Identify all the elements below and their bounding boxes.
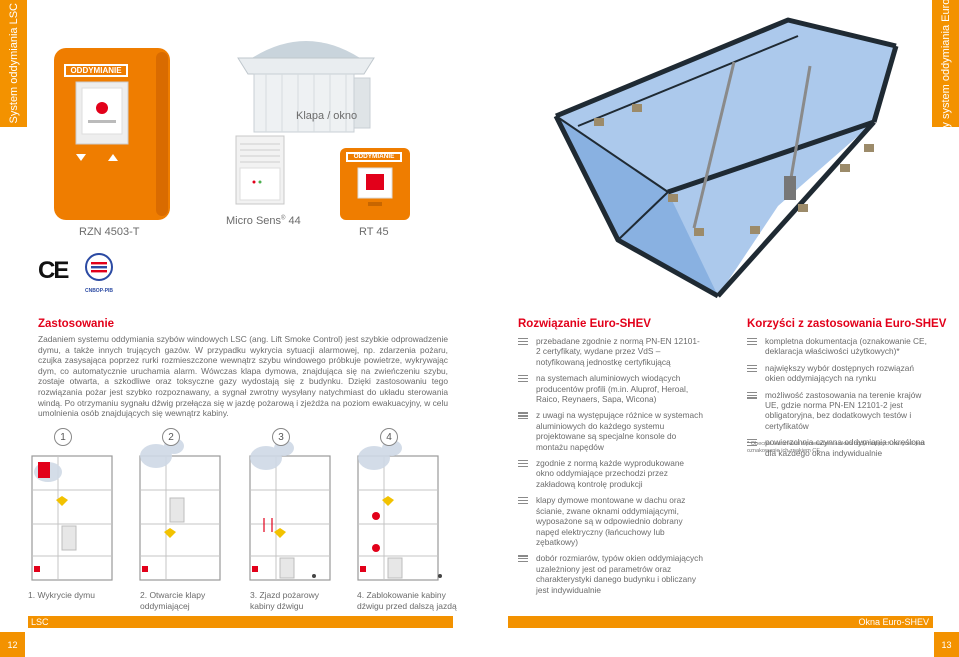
rzn-caption: RZN 4503-T <box>79 226 140 238</box>
step-1-caption: 1. Wykrycie dymu <box>28 590 95 600</box>
left-side-tab-label: System oddymiania LSC <box>7 3 20 124</box>
rozwiazanie-list: przebadane zgodnie z normą PN-EN 12101-2… <box>518 336 704 601</box>
footer-left-label: LSC <box>31 617 49 627</box>
page-number-left: 12 <box>0 632 25 657</box>
rt45-caption: RT 45 <box>359 226 389 238</box>
zastosowanie-text: Zadaniem systemu oddymiania szybów windo… <box>38 334 448 419</box>
rozwiazanie-item-text: na systemach aluminiowych wiodących prod… <box>536 373 689 405</box>
footer-right-label: Okna Euro-SHEV <box>858 617 929 627</box>
rozwiazanie-title: Rozwiązanie Euro-SHEV <box>518 318 651 330</box>
rt45-device-label: ODDYMIANIE <box>353 153 395 160</box>
lsc-steps-illustration <box>31 438 442 581</box>
korzysci-list: kompletna dokumentacja (oznakowanie CE, … <box>747 336 931 464</box>
euro-shev-window-drawing <box>553 17 899 299</box>
list-item: możliwość zastosowania na terenie krajów… <box>747 390 931 432</box>
bullet-icon <box>518 460 528 468</box>
list-item: przebadane zgodnie z normą PN-EN 12101-2… <box>518 336 704 367</box>
klapa-dome-illustration <box>237 41 375 133</box>
korzysci-item-text: największy wybór dostępnych rozwiązań ok… <box>765 362 914 384</box>
rozwiazanie-item-text: z uwagi na występujące różnice w systema… <box>536 410 703 452</box>
korzysci-title: Korzyści z zastosowania Euro-SHEV <box>747 318 947 330</box>
ce-mark: CE <box>38 257 69 284</box>
list-item: klapy dymowe montowane w dachu oraz ścia… <box>518 495 704 547</box>
bullet-icon <box>518 338 528 345</box>
list-item: na systemach aluminiowych wiodących prod… <box>518 373 704 404</box>
micro-sens-registered: ® <box>281 215 286 222</box>
footer-bar-left: LSC <box>28 616 453 628</box>
step-1-number: 1 <box>54 428 72 446</box>
bullet-icon <box>518 555 528 563</box>
step-4-caption: 4. Zablokowanie kabiny dźwigu przed dals… <box>357 590 457 611</box>
step-3-caption: 3. Zjazd pożarowy kabiny dźwigu <box>250 590 319 611</box>
micro-sens-illustration <box>235 135 285 205</box>
klapa-caption: Klapa / okno <box>296 110 358 122</box>
rozwiazanie-item-text: dobór rozmiarów, typów okien oddymiający… <box>536 553 703 595</box>
bullet-icon <box>747 439 757 447</box>
right-side-tab-label: Okienny system oddymiania Euro-SHEV <box>939 0 952 163</box>
footer-bar-right: Okna Euro-SHEV <box>508 616 933 628</box>
bullet-icon <box>747 391 757 399</box>
cnbop-logo-icon <box>85 253 113 281</box>
korzysci-item-text: kompletna dokumentacja (oznakowanie CE, … <box>765 336 927 357</box>
euro-shev-window-illustration <box>498 14 928 300</box>
list-item: dobór rozmiarów, typów okien oddymiający… <box>518 553 704 595</box>
right-side-tab: Okienny system oddymiania Euro-SHEV <box>932 0 959 162</box>
korzysci-footnote: * Obecnie warunkiem wprowadzenia okien o… <box>747 441 925 454</box>
list-item: największy wybór dostępnych rozwiązań ok… <box>747 363 931 384</box>
rt45-device: ODDYMIANIE <box>338 146 412 222</box>
bullet-icon <box>747 338 757 345</box>
list-item: z uwagi na występujące różnice w systema… <box>518 410 704 452</box>
page-number-right: 13 <box>934 632 959 657</box>
bullet-icon <box>518 497 528 505</box>
step-3-number: 3 <box>272 428 290 446</box>
bullet-icon <box>518 375 528 383</box>
list-item: zgodnie z normą każde wyprodukowane okno… <box>518 458 704 489</box>
step-2-number: 2 <box>162 428 180 446</box>
zastosowanie-title: Zastosowanie <box>38 318 115 330</box>
left-side-tab: System oddymiania LSC <box>0 0 27 127</box>
bullet-icon <box>747 364 757 372</box>
rzn-device-illustration <box>54 48 170 220</box>
micro-sens-name: Micro Sens <box>226 215 282 227</box>
rt45-illustration <box>340 148 410 220</box>
step-2-caption: 2. Otwarcie klapy oddymiającej <box>140 590 206 611</box>
list-item: kompletna dokumentacja (oznakowanie CE, … <box>747 336 931 357</box>
micro-sens-number: 44 <box>285 215 301 227</box>
rzn-device-label: ODDYMIANIE <box>70 66 122 75</box>
step-4-number: 4 <box>380 428 398 446</box>
rozwiazanie-item-text: zgodnie z normą każde wyprodukowane okno… <box>536 458 685 489</box>
list-item: powierzchnia czynna oddymiania określona… <box>747 437 931 458</box>
lsc-steps-diagram: 1 2 3 4 <box>28 428 453 583</box>
rozwiazanie-item-text: klapy dymowe montowane w dachu oraz ścia… <box>536 495 686 547</box>
rzn-4503-t-device: ODDYMIANIE <box>52 46 172 222</box>
rozwiazanie-item-text: przebadane zgodnie z normą PN-EN 12101-2… <box>536 336 700 367</box>
klapa-dome-device <box>232 22 380 134</box>
micro-sens-caption: Micro Sens® 44 <box>226 215 301 227</box>
bullet-icon <box>518 412 528 420</box>
cnbop-label: CNBOP-PIB <box>84 288 114 294</box>
korzysci-item-text: możliwość zastosowania na terenie krajów… <box>765 389 922 431</box>
korzysci-item-text: powierzchnia czynna oddymiania określona… <box>765 437 926 458</box>
cnbop-mark: CNBOP-PIB <box>82 252 116 294</box>
micro-sens-device <box>234 134 286 206</box>
